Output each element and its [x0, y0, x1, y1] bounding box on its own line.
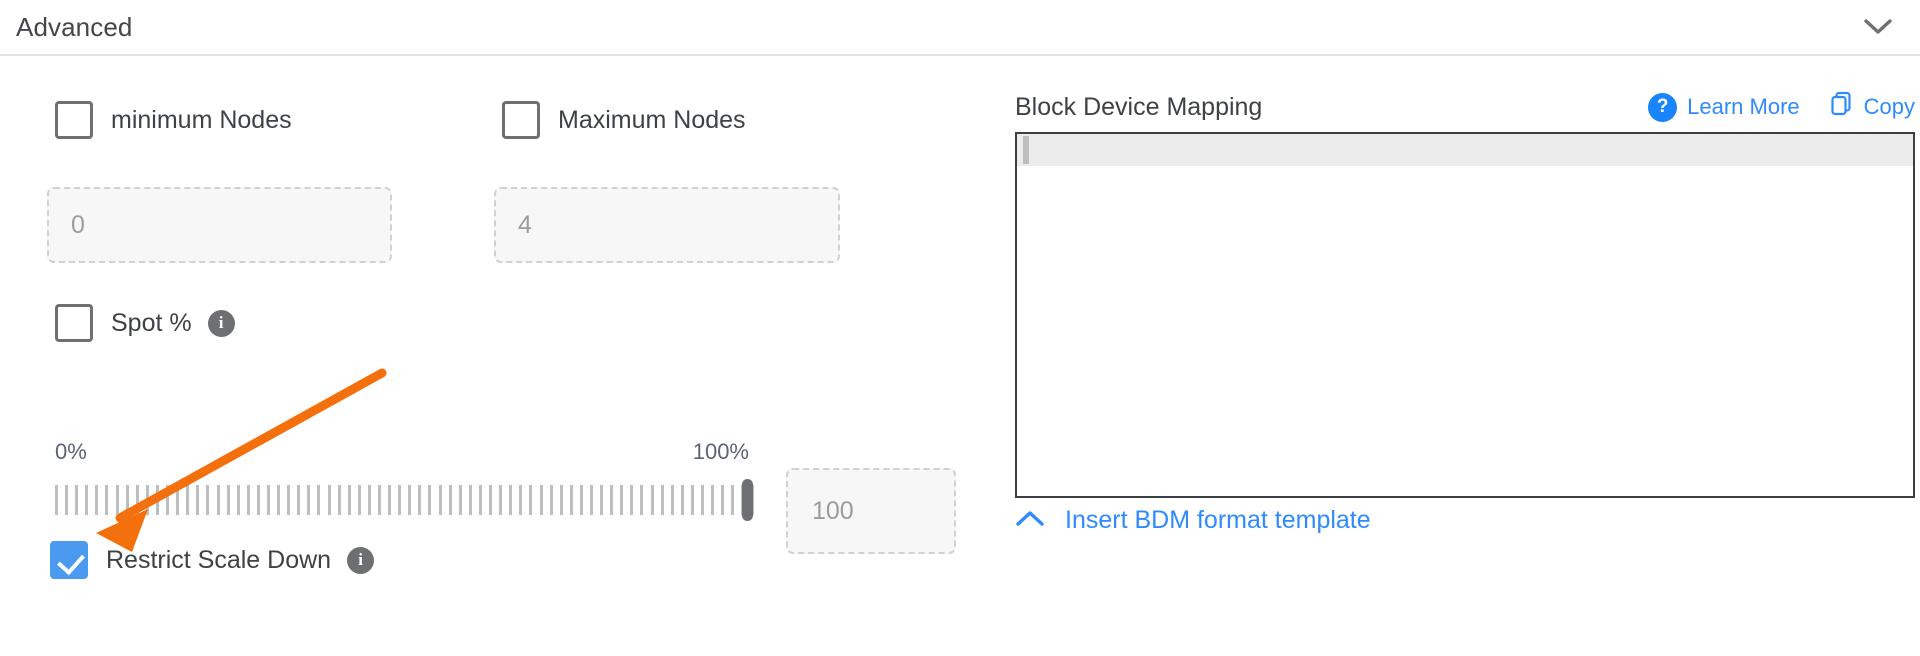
question-mark-icon: ? — [1648, 92, 1678, 122]
page-title: Advanced — [16, 11, 133, 42]
minimum-nodes-checkbox[interactable] — [55, 101, 93, 139]
spot-percent-label: Spot % — [111, 308, 192, 337]
editor-active-line — [1017, 134, 1913, 166]
info-icon[interactable]: i — [207, 309, 235, 337]
info-icon-glyph: i — [358, 550, 363, 569]
copy-button[interactable]: Copy — [1830, 91, 1915, 123]
spot-percent-row: Spot % i — [55, 304, 235, 342]
minimum-nodes-label: minimum Nodes — [111, 105, 292, 134]
spot-percent-value: 100 — [812, 496, 854, 525]
copy-label: Copy — [1863, 94, 1915, 119]
header-divider — [0, 54, 1920, 56]
minimum-nodes-input[interactable]: 0 — [47, 187, 392, 263]
spot-percent-checkbox[interactable] — [55, 304, 93, 342]
slider-thumb[interactable] — [742, 479, 753, 521]
info-icon[interactable]: i — [347, 546, 375, 574]
chevron-up-icon — [1015, 506, 1045, 535]
minimum-nodes-row: minimum Nodes — [55, 101, 292, 139]
left-column: minimum Nodes 0 Maximum Nodes 4 Spot % i… — [0, 54, 980, 656]
insert-bdm-template-button[interactable]: Insert BDM format template — [1015, 506, 1371, 535]
maximum-nodes-row: Maximum Nodes — [502, 101, 746, 139]
question-mark-glyph: ? — [1656, 96, 1669, 117]
restrict-scale-down-label: Restrict Scale Down — [106, 545, 332, 574]
learn-more-label: Learn More — [1687, 94, 1800, 119]
editor-cursor-marker — [1023, 136, 1029, 164]
section-header: Advanced — [0, 0, 1920, 54]
slider-min-label: 0% — [55, 439, 87, 464]
spot-percent-value-input[interactable]: 100 — [786, 468, 956, 554]
minimum-nodes-input-value: 0 — [71, 210, 85, 239]
spot-percent-slider[interactable] — [55, 479, 755, 521]
maximum-nodes-label: Maximum Nodes — [558, 105, 746, 134]
maximum-nodes-checkbox[interactable] — [502, 101, 540, 139]
chevron-down-icon[interactable] — [1858, 7, 1898, 47]
spot-percent-slider-wrap: 0% 100% — [55, 439, 755, 521]
block-device-mapping-title: Block Device Mapping — [1015, 92, 1263, 121]
right-column: Block Device Mapping ? Learn More — [1010, 54, 1920, 656]
copy-icon — [1830, 91, 1854, 123]
maximum-nodes-input[interactable]: 4 — [494, 187, 840, 263]
slider-range-labels: 0% 100% — [55, 439, 755, 469]
insert-bdm-template-label: Insert BDM format template — [1065, 506, 1371, 534]
learn-more-button[interactable]: ? Learn More — [1648, 92, 1800, 122]
slider-max-label: 100% — [692, 439, 749, 464]
info-icon-glyph: i — [218, 313, 224, 332]
maximum-nodes-input-value: 4 — [518, 210, 532, 239]
restrict-scale-down-checkbox[interactable] — [50, 541, 88, 579]
block-device-mapping-editor[interactable] — [1015, 132, 1915, 498]
restrict-scale-down-row: Restrict Scale Down i — [50, 541, 375, 579]
slider-ticks — [55, 485, 755, 515]
block-device-mapping-header: Block Device Mapping ? Learn More — [1015, 91, 1915, 123]
block-device-mapping-actions: ? Learn More Copy — [1648, 91, 1915, 123]
